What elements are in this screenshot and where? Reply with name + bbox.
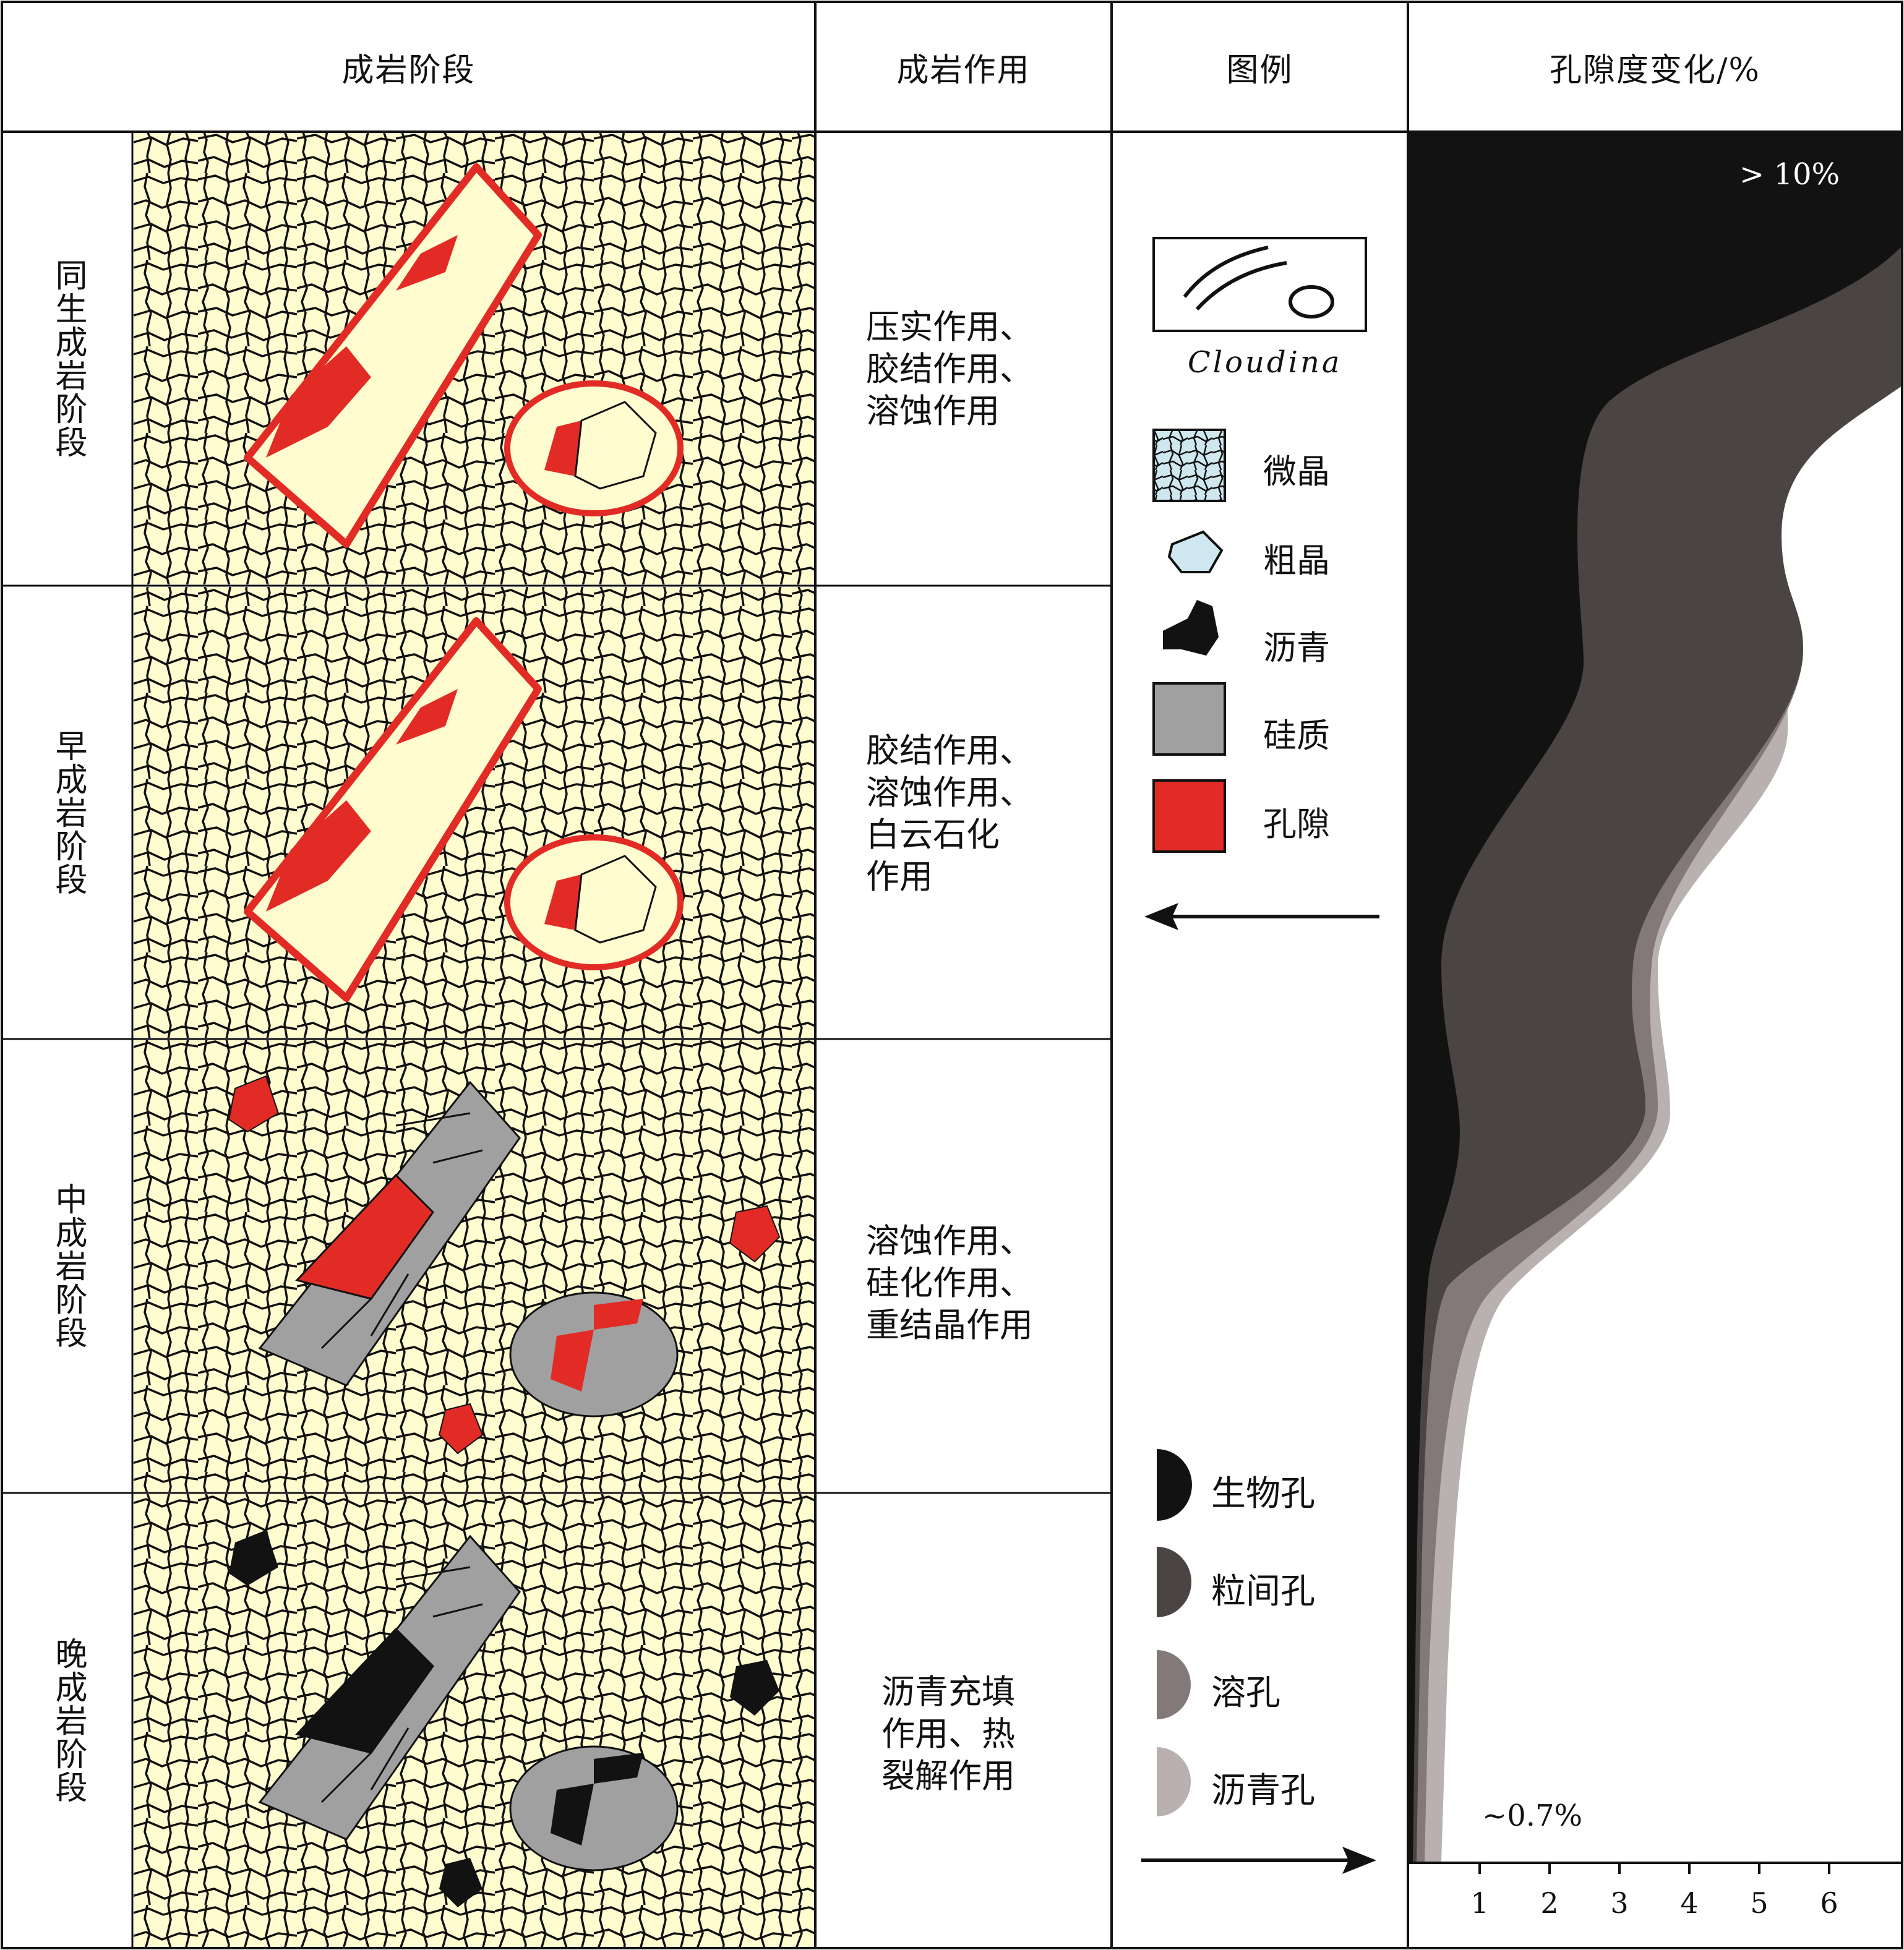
pore-type-label-bio: 生物孔 [1211,1474,1315,1514]
porosity-curves [1409,133,1901,1862]
legend-label-bitumen: 沥青 [1263,628,1330,667]
header-stage: 成岩阶段 [341,51,476,89]
bio-pore-swatch [1157,1449,1192,1521]
thin-section-panel-2 [134,587,814,1038]
header-porosity: 孔隙度变化/% [1550,51,1760,89]
header-legend: 图例 [1226,51,1293,89]
legend-label-silica: 硅质 [1263,716,1330,755]
coarse-crystal-swatch [1167,530,1224,573]
stage-name-1: 同生成岩阶段 [49,259,87,459]
legend-label-pore: 孔隙 [1263,805,1330,844]
stage-name-4: 晚成岩阶段 [49,1637,87,1804]
microcrystal-swatch [1152,429,1226,502]
bitumen-pore-swatch [1157,1747,1191,1816]
pore-type-label-bitumen: 沥青孔 [1211,1771,1315,1811]
stage-process-4: 沥青充填 作用、热 裂解作用 [881,1672,1015,1795]
cloudina-swatch [1152,237,1367,332]
intergranular-pore-swatch [1157,1547,1191,1617]
cloudina-caption: Cloudina [1188,345,1342,380]
silica-swatch [1152,682,1226,756]
axis-tick-6: 6 [1820,1886,1838,1920]
stage-process-2: 胶结作用、 溶蚀作用、 白云石化 作用 [866,731,1033,896]
stage-process-3: 溶蚀作用、 硅化作用、 重结晶作用 [866,1221,1033,1345]
dissolution-pore-swatch [1157,1650,1191,1719]
thin-section-panel-1 [134,133,814,584]
legend-label-coarse-crystal: 粗晶 [1263,541,1330,580]
porosity-bottom-label: ~0.7% [1482,1798,1583,1833]
bitumen-swatch [1163,600,1219,656]
porosity-top-label: > 10% [1739,157,1840,192]
stage-process-1: 压实作用、 胶结作用、 溶蚀作用 [866,307,1033,430]
header-process: 成岩作用 [896,51,1031,89]
thin-section-panel-3 [134,1040,814,1492]
legend-label-microcrystal: 微晶 [1263,452,1330,491]
pore-type-label-intergranular: 粒间孔 [1211,1572,1315,1612]
axis-tick-1: 1 [1470,1886,1489,1920]
axis-tick-2: 2 [1540,1886,1559,1920]
stage-name-2: 早成岩阶段 [49,729,87,896]
pore-swatch [1152,779,1226,853]
pore-type-label-dissolution: 溶孔 [1211,1673,1280,1713]
axis-tick-4: 4 [1680,1886,1699,1920]
axis-tick-5: 5 [1750,1886,1769,1920]
stage-name-3: 中成岩阶段 [49,1182,87,1349]
thin-section-panel-4 [134,1494,814,1947]
axis-tick-3: 3 [1610,1886,1629,1920]
